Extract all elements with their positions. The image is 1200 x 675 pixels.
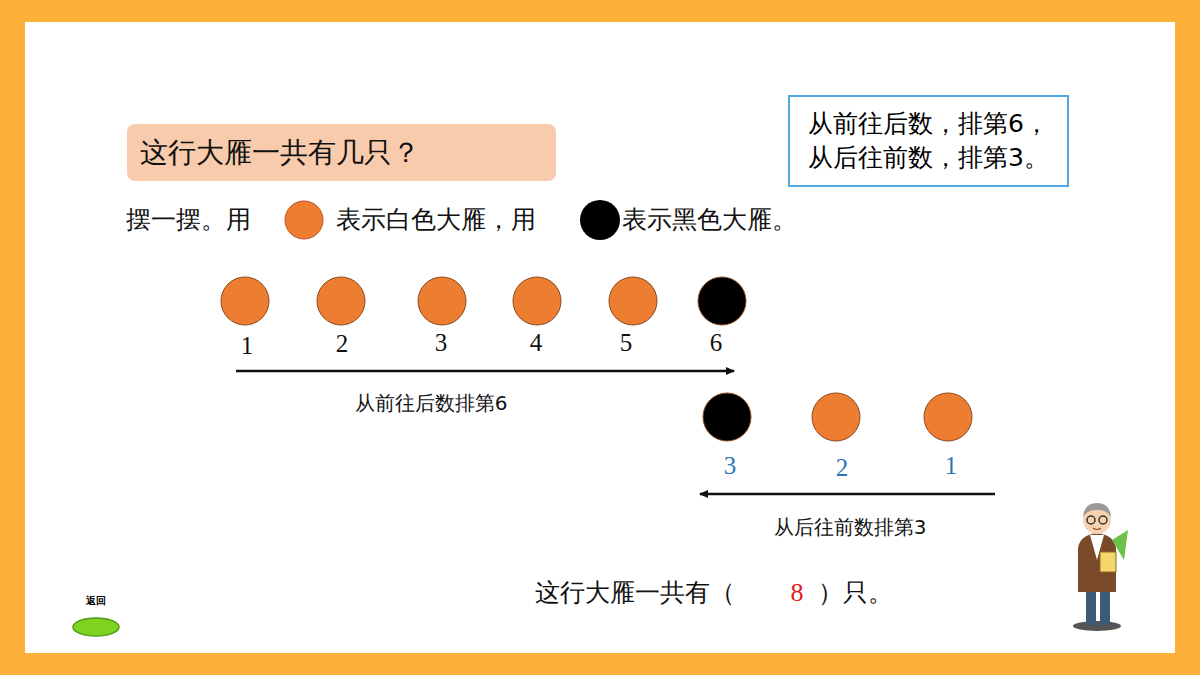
box-text: 从前往后数，排第6， [808, 107, 1049, 141]
position-number: 2 [336, 329, 349, 359]
position-number: 1 [945, 451, 958, 481]
hint-box: 从前往后数，排第6，从后往前数，排第3。 [788, 95, 1069, 187]
teacher-figure [1073, 503, 1128, 631]
instruction-text: 表示白色大雁，用 [336, 205, 536, 235]
position-number: 2 [836, 453, 849, 483]
return-button-label: 返回 [74, 594, 118, 608]
title-band [127, 124, 556, 181]
goose-row-back [703, 393, 972, 441]
white-goose-symbol [285, 201, 323, 239]
count-arrow [236, 370, 734, 373]
instruction-text: 表示黑色大雁。 [622, 205, 797, 235]
position-number: 5 [620, 328, 633, 358]
box-text: 返回 [74, 594, 118, 608]
arrow-caption: 从前往后数排第6 [355, 391, 508, 415]
answer-number: 8 [791, 577, 804, 608]
count-arrow [700, 493, 995, 496]
title-text: 这行大雁一共有几只？ [140, 136, 420, 170]
goose-row-front [221, 277, 746, 325]
instruction-text: 摆一摆。用 [126, 205, 251, 235]
box-text: 从后往前数，排第3。 [808, 141, 1049, 175]
black-goose-symbol [580, 200, 620, 240]
return-button [73, 618, 119, 636]
answer-text: 这行大雁一共有（ [535, 578, 735, 608]
position-number: 4 [530, 328, 543, 358]
arrow-caption: 从后往前数排第3 [774, 515, 927, 539]
position-number: 6 [710, 328, 723, 358]
position-number: 3 [724, 451, 737, 481]
answer-text: ）只。 [818, 578, 893, 608]
position-number: 3 [435, 328, 448, 358]
position-number: 1 [241, 331, 254, 361]
